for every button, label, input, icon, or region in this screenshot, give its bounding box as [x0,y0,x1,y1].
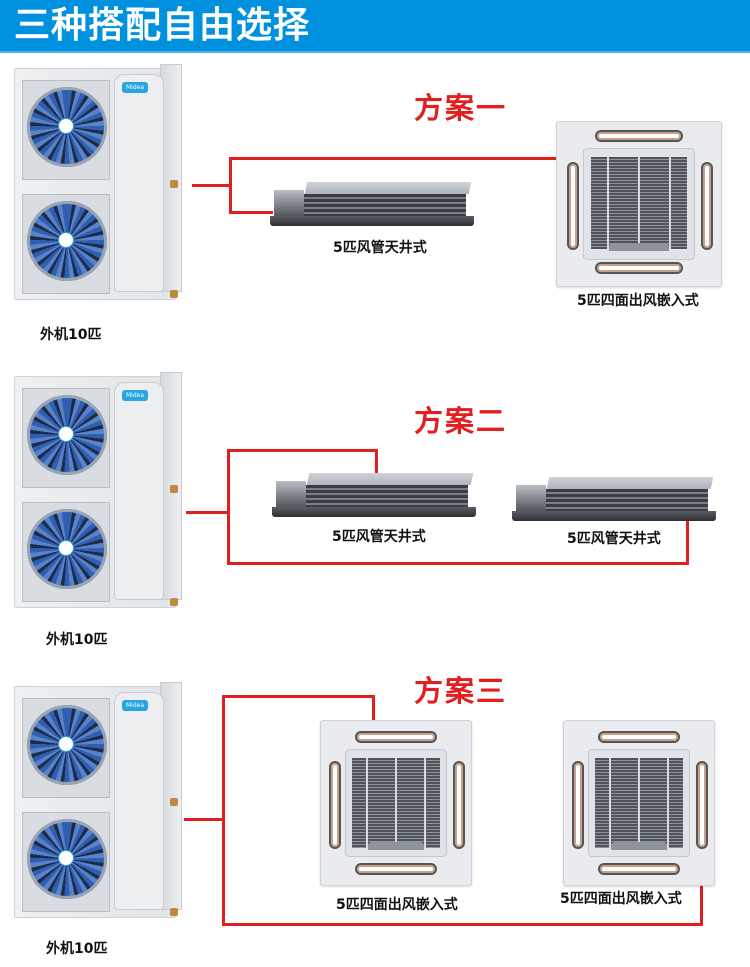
outdoor-unit-image: Midea [14,370,182,610]
outdoor-unit-image: Midea [14,680,182,920]
indoor-unit-label: 5匹四面出风嵌入式 [336,897,458,913]
page-title: 三种搭配自由选择 [14,5,311,46]
indoor-unit-label: 5匹四面出风嵌入式 [577,293,699,309]
cassette-unit-image [556,121,722,287]
duct-unit-image [512,477,716,527]
duct-unit-image [270,182,474,232]
refrigerant-pipe [184,818,225,821]
refrigerant-pipe [227,449,230,565]
refrigerant-pipe [186,511,230,514]
header-banner: 三种搭配自由选择 [0,0,750,53]
outdoor-unit-image: Midea [14,62,182,302]
refrigerant-pipe [229,211,273,214]
plan-title: 方案三 [414,674,508,708]
refrigerant-pipe [227,562,689,565]
cassette-unit-image [563,720,715,886]
plan-title: 方案二 [414,404,508,438]
indoor-unit-label: 5匹风管天井式 [332,529,426,545]
plan-title: 方案一 [414,91,508,125]
refrigerant-pipe [192,184,232,187]
refrigerant-pipe [222,695,375,698]
refrigerant-pipe [700,883,703,926]
refrigerant-pipe [686,521,689,565]
indoor-unit-label: 5匹风管天井式 [333,240,427,256]
refrigerant-pipe [222,923,703,926]
outdoor-unit-label: 外机10匹 [46,632,108,648]
refrigerant-pipe [372,695,375,723]
duct-unit-image [272,473,476,523]
brand-logo: Midea [122,700,148,711]
refrigerant-pipe [222,695,225,926]
brand-logo: Midea [122,82,148,93]
brand-logo: Midea [122,390,148,401]
refrigerant-pipe [229,157,557,160]
refrigerant-pipe [227,449,378,452]
refrigerant-pipe [375,449,378,476]
refrigerant-pipe [229,157,232,214]
indoor-unit-label: 5匹四面出风嵌入式 [560,891,682,907]
outdoor-unit-label: 外机10匹 [46,941,108,957]
indoor-unit-label: 5匹风管天井式 [567,531,661,547]
outdoor-unit-label: 外机10匹 [40,327,102,343]
cassette-unit-image [320,720,472,886]
